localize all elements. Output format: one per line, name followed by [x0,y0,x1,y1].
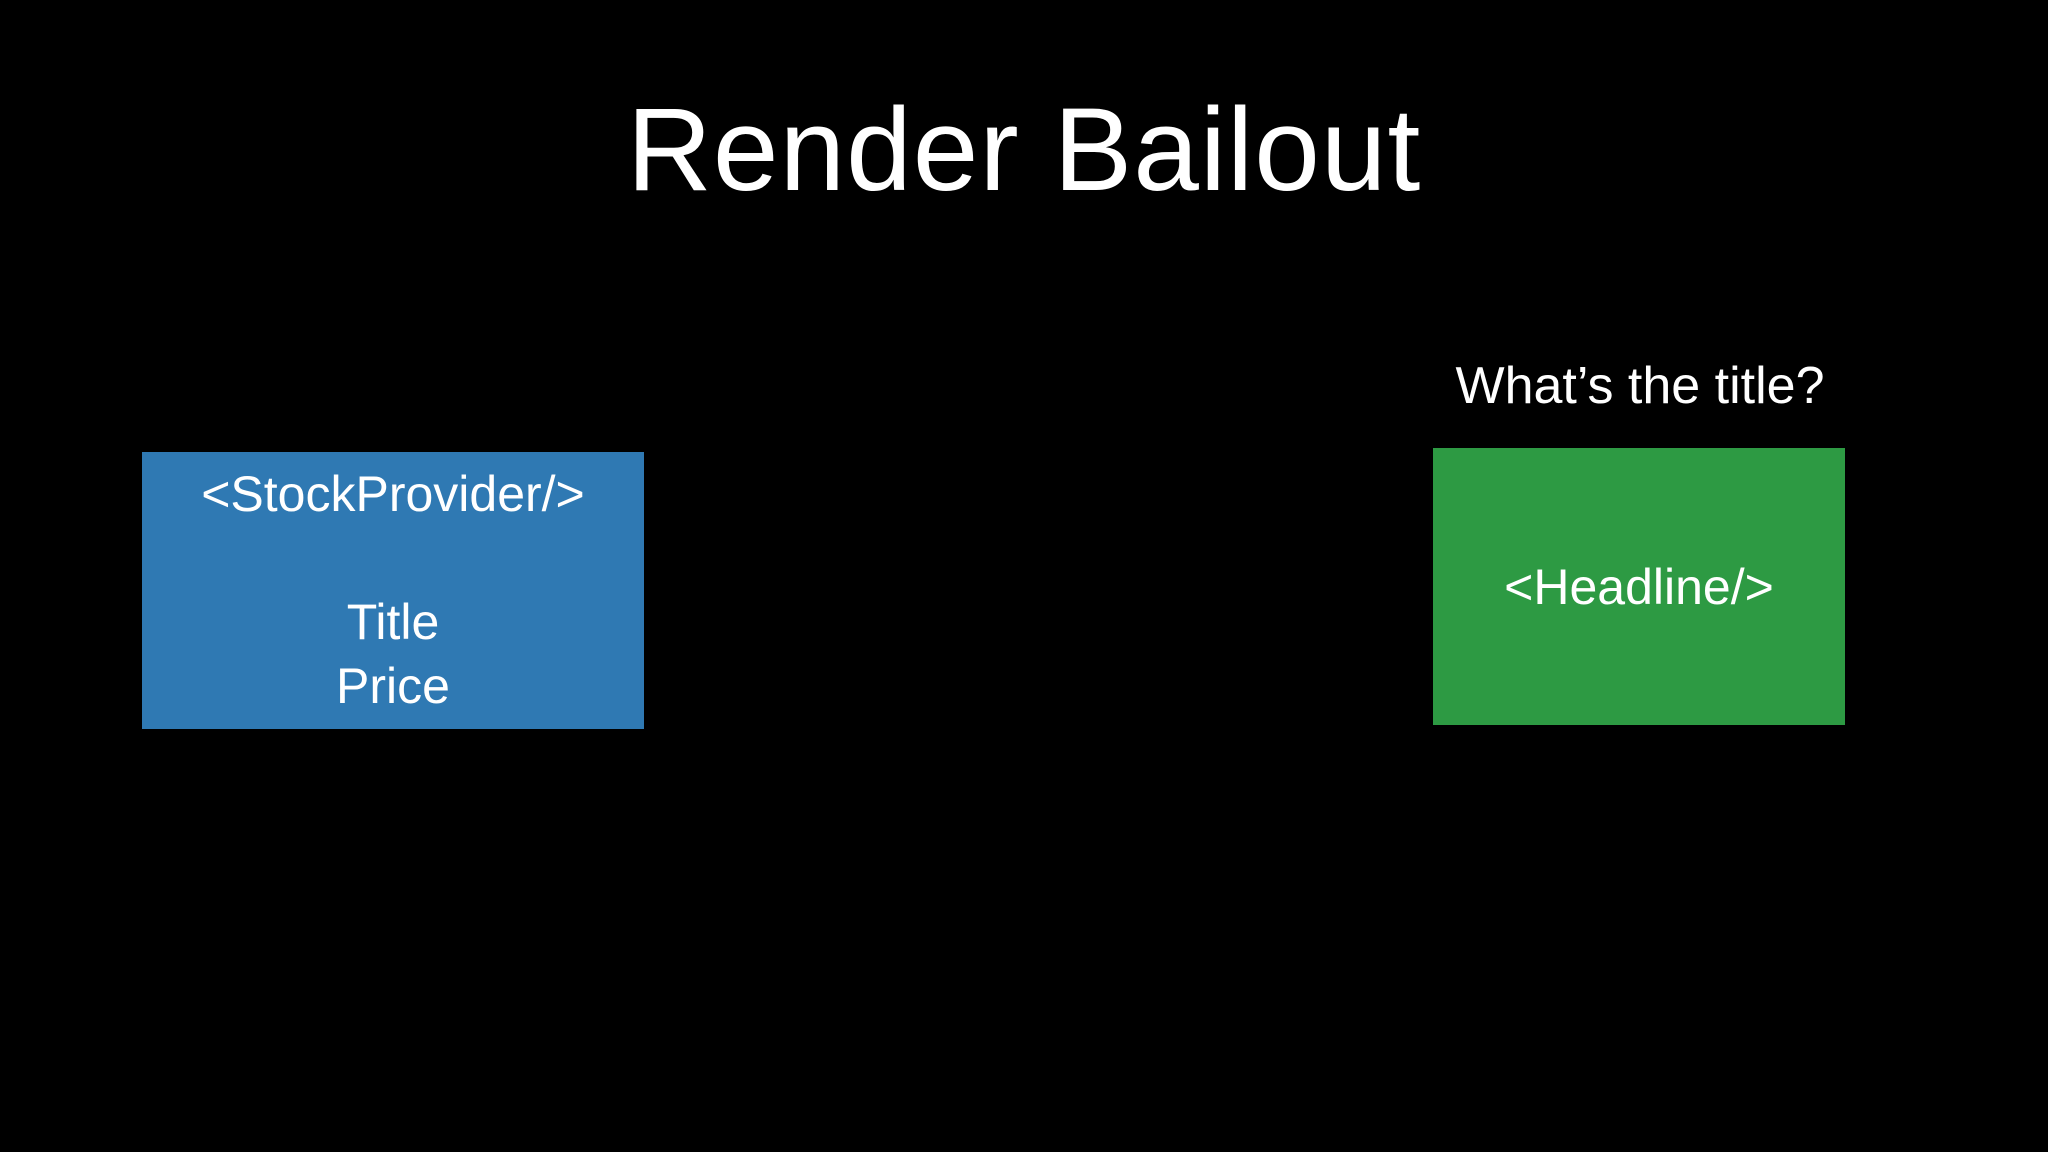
headline-box: <Headline/> [1433,448,1845,725]
field-price: Price [336,658,450,714]
stock-provider-label: <StockProvider/> [201,466,585,522]
spacer [142,526,644,590]
stock-provider-box: <StockProvider/> Title Price [142,452,644,729]
headline-question: What’s the title? [1455,357,1825,415]
slide-title: Render Bailout [626,84,1422,216]
field-title: Title [346,594,440,650]
headline-label: <Headline/> [1504,558,1774,615]
